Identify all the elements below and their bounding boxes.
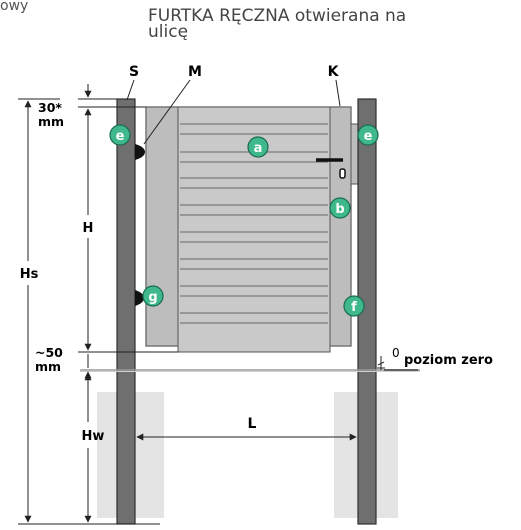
callout-e-right: e (357, 124, 379, 146)
label-h: H (83, 221, 94, 236)
top-gap-value: 30* (38, 100, 62, 115)
s-leader (126, 79, 135, 101)
label-s: S (129, 64, 139, 80)
callout-e-left: e (109, 124, 131, 146)
svg-text:b: b (335, 202, 344, 217)
m-leader (143, 79, 191, 145)
gate-right-stile (329, 106, 352, 347)
top-hinge-icon (135, 144, 145, 160)
callout-f: f (343, 295, 365, 317)
svg-text:e: e (116, 129, 125, 144)
bottom-hinge-icon (135, 290, 144, 306)
bottom-gap-value: ~50 (35, 345, 63, 360)
ground-level-label: poziom zero (404, 353, 493, 368)
bottom-gap-unit: mm (35, 359, 61, 374)
diagram-title: FURTKA RĘCZNA otwierana na ulicę (148, 6, 448, 42)
label-k: K (328, 64, 340, 80)
label-hs: Hs (20, 267, 39, 282)
title-line-1: FURTKA RĘCZNA otwierana na (148, 6, 407, 26)
k-leader (335, 79, 341, 107)
ground-level-icon (377, 356, 418, 371)
keyhole-icon (339, 168, 346, 179)
title-line-2: ulicę (148, 22, 189, 42)
svg-text:a: a (254, 141, 263, 156)
callout-b: b (329, 197, 351, 219)
callout-a: a (247, 136, 269, 158)
cut-off-text: owy (0, 0, 29, 14)
top-gap-unit: mm (38, 114, 64, 129)
callout-g: g (142, 285, 164, 307)
gate-left-stile (145, 106, 179, 347)
label-l: L (248, 416, 257, 432)
label-hw: Hw (82, 429, 105, 444)
label-m: M (188, 64, 202, 80)
left-post (116, 98, 136, 525)
svg-text:g: g (148, 290, 157, 305)
svg-text:f: f (351, 300, 357, 315)
gate-leaf (145, 106, 360, 353)
ground-marker: 0 (392, 346, 400, 360)
svg-text:e: e (364, 129, 373, 144)
